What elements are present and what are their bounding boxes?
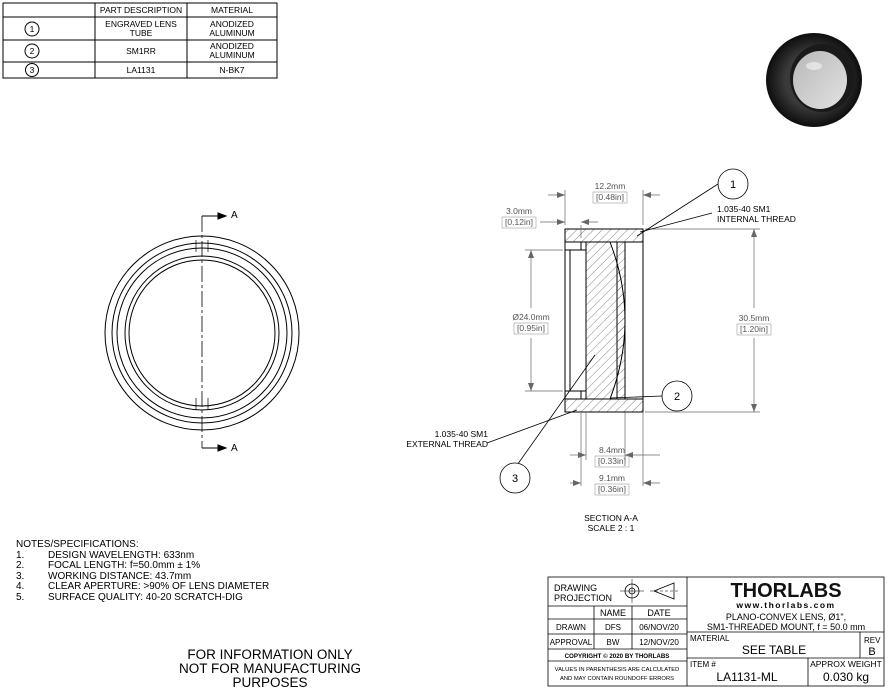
section-scale: SCALE 2 : 1	[588, 523, 635, 533]
external-thread-label: EXTERNAL THREAD	[406, 439, 488, 449]
approval-label: APPROVAL	[550, 638, 593, 647]
thorlabs-logo: THORLABS	[730, 580, 841, 602]
product-render	[766, 33, 862, 127]
approval-date: 12/NOV/20	[639, 638, 679, 647]
section-view	[564, 228, 644, 413]
material-label: MATERIAL	[690, 634, 730, 643]
title-block	[547, 576, 885, 687]
dim-boxes	[501, 191, 772, 496]
col-header-material: MATERIAL	[211, 5, 253, 15]
note-item: 5.SURFACE QUALITY: 40-20 SCRATCH-DIG	[16, 591, 243, 603]
row-num-3: 3	[30, 65, 35, 75]
rev-label: REV	[864, 636, 881, 645]
front-view	[104, 212, 300, 452]
row-desc-1b: TUBE	[130, 28, 153, 38]
item-balloon-2	[24, 43, 40, 59]
callout-label-1: 1	[730, 179, 736, 191]
section-marker-bottom: A	[231, 443, 238, 454]
dim-lens-len-in: [0.33in]	[598, 456, 626, 466]
dim-wall-in: [0.12in]	[505, 217, 533, 227]
website: www.thorlabs.com	[735, 600, 835, 610]
drawing-title-2: SM1-THREADED MOUNT, f = 50.0 mm	[707, 622, 865, 632]
row-mat-1b: ALUMINUM	[209, 28, 254, 38]
item-balloon-1	[24, 21, 40, 37]
internal-thread-label: INTERNAL THREAD	[717, 214, 796, 224]
callout-balloon-2	[661, 380, 693, 412]
dim-tube-len-in: [0.36in]	[598, 484, 626, 494]
drawing-title-1: PLANO-CONVEX LENS, Ø1",	[726, 612, 846, 622]
drawn-date: 06/NOV/20	[639, 623, 679, 632]
row-mat-2a: ANODIZED	[210, 41, 254, 51]
values-note-1: VALUES IN PARENTHESIS ARE CALCULATED	[555, 667, 680, 673]
notes-block: NOTES/SPECIFICATIONS: 1.DESIGN WAVELENGT…	[16, 539, 270, 603]
weight-value: 0.030 kg	[823, 670, 869, 684]
note-item: 3.WORKING DISTANCE: 43.7mm	[16, 570, 192, 582]
drawing-projection-label-2: PROJECTION	[554, 593, 612, 603]
row-desc-3: LA1131	[127, 65, 156, 75]
rev-value: B	[868, 646, 875, 658]
col-header-description: PART DESCRIPTION	[100, 5, 182, 15]
copyright: COPYRIGHT © 2020 BY THORLABS	[565, 653, 670, 660]
dim-overall-length-mm: 12.2mm	[595, 181, 626, 191]
external-thread-spec: 1.035-40 SM1	[435, 429, 489, 439]
callout-label-2: 2	[674, 391, 680, 403]
note-item: 2.FOCAL LENGTH: f=50.0mm ± 1%	[16, 560, 201, 571]
dimension-arrows	[528, 192, 757, 486]
item-label: ITEM #	[690, 660, 716, 669]
callout-balloon-3	[499, 462, 531, 494]
notes-heading: NOTES/SPECIFICATIONS:	[16, 539, 139, 550]
drawn-label: DRAWN	[556, 623, 586, 632]
date-header: DATE	[647, 608, 670, 618]
dim-diameter-mm: Ø24.0mm	[512, 312, 549, 322]
row-mat-1a: ANODIZED	[210, 19, 254, 29]
dimension-lines	[525, 190, 760, 486]
row-mat-3: N-BK7	[219, 65, 244, 75]
drawn-name: DFS	[605, 623, 621, 632]
dim-wall-mm: 3.0mm	[506, 206, 532, 216]
note-item: 4.CLEAR APERTURE: >90% OF LENS DIAMETER	[16, 581, 270, 592]
callout-balloon-1	[717, 168, 749, 200]
title-block-text: DRAWING PROJECTION NAME DATE DRAWN DFS 0…	[550, 580, 882, 684]
dim-lens-len-mm: 8.4mm	[599, 445, 625, 455]
disclaimer: FOR INFORMATION ONLY NOT FOR MANUFACTURI…	[140, 648, 400, 690]
disclaimer-line-2: NOT FOR MANUFACTURING PURPOSES	[179, 661, 361, 690]
dim-overall-length-in: [0.48in]	[596, 192, 624, 202]
callouts	[486, 168, 749, 494]
dim-outer-in: [1.20in]	[740, 324, 768, 334]
dim-diameter-in: [0.95in]	[517, 323, 545, 333]
row-num-1: 1	[30, 24, 35, 34]
material-value: SEE TABLE	[742, 643, 806, 657]
section-caption: SECTION A-A	[584, 513, 638, 523]
name-header: NAME	[600, 608, 626, 618]
row-desc-2: SM1RR	[126, 46, 156, 56]
item-balloon-3	[25, 63, 39, 77]
section-marker-top: A	[231, 210, 238, 221]
row-desc-1a: ENGRAVED LENS	[105, 19, 177, 29]
item-value: LA1131-ML	[716, 670, 777, 684]
lens-section	[585, 241, 626, 400]
row-num-2: 2	[30, 46, 35, 56]
values-note-2: AND MAY CONTAIN ROUNDOFF ERRORS	[560, 676, 674, 682]
internal-thread-spec: 1.035-40 SM1	[717, 204, 771, 214]
weight-label: APPROX WEIGHT	[810, 659, 882, 669]
approval-name: BW	[607, 638, 620, 647]
dim-tube-len-mm: 9.1mm	[599, 473, 625, 483]
note-item: 1.DESIGN WAVELENGTH: 633nm	[16, 549, 195, 561]
dim-outer-mm: 30.5mm	[739, 313, 770, 323]
disclaimer-line-1: FOR INFORMATION ONLY	[187, 647, 353, 662]
row-mat-2b: ALUMINUM	[209, 50, 254, 60]
drawing-projection-label-1: DRAWING	[554, 583, 597, 593]
callout-label-3: 3	[512, 473, 518, 485]
parts-table	[2, 2, 278, 79]
